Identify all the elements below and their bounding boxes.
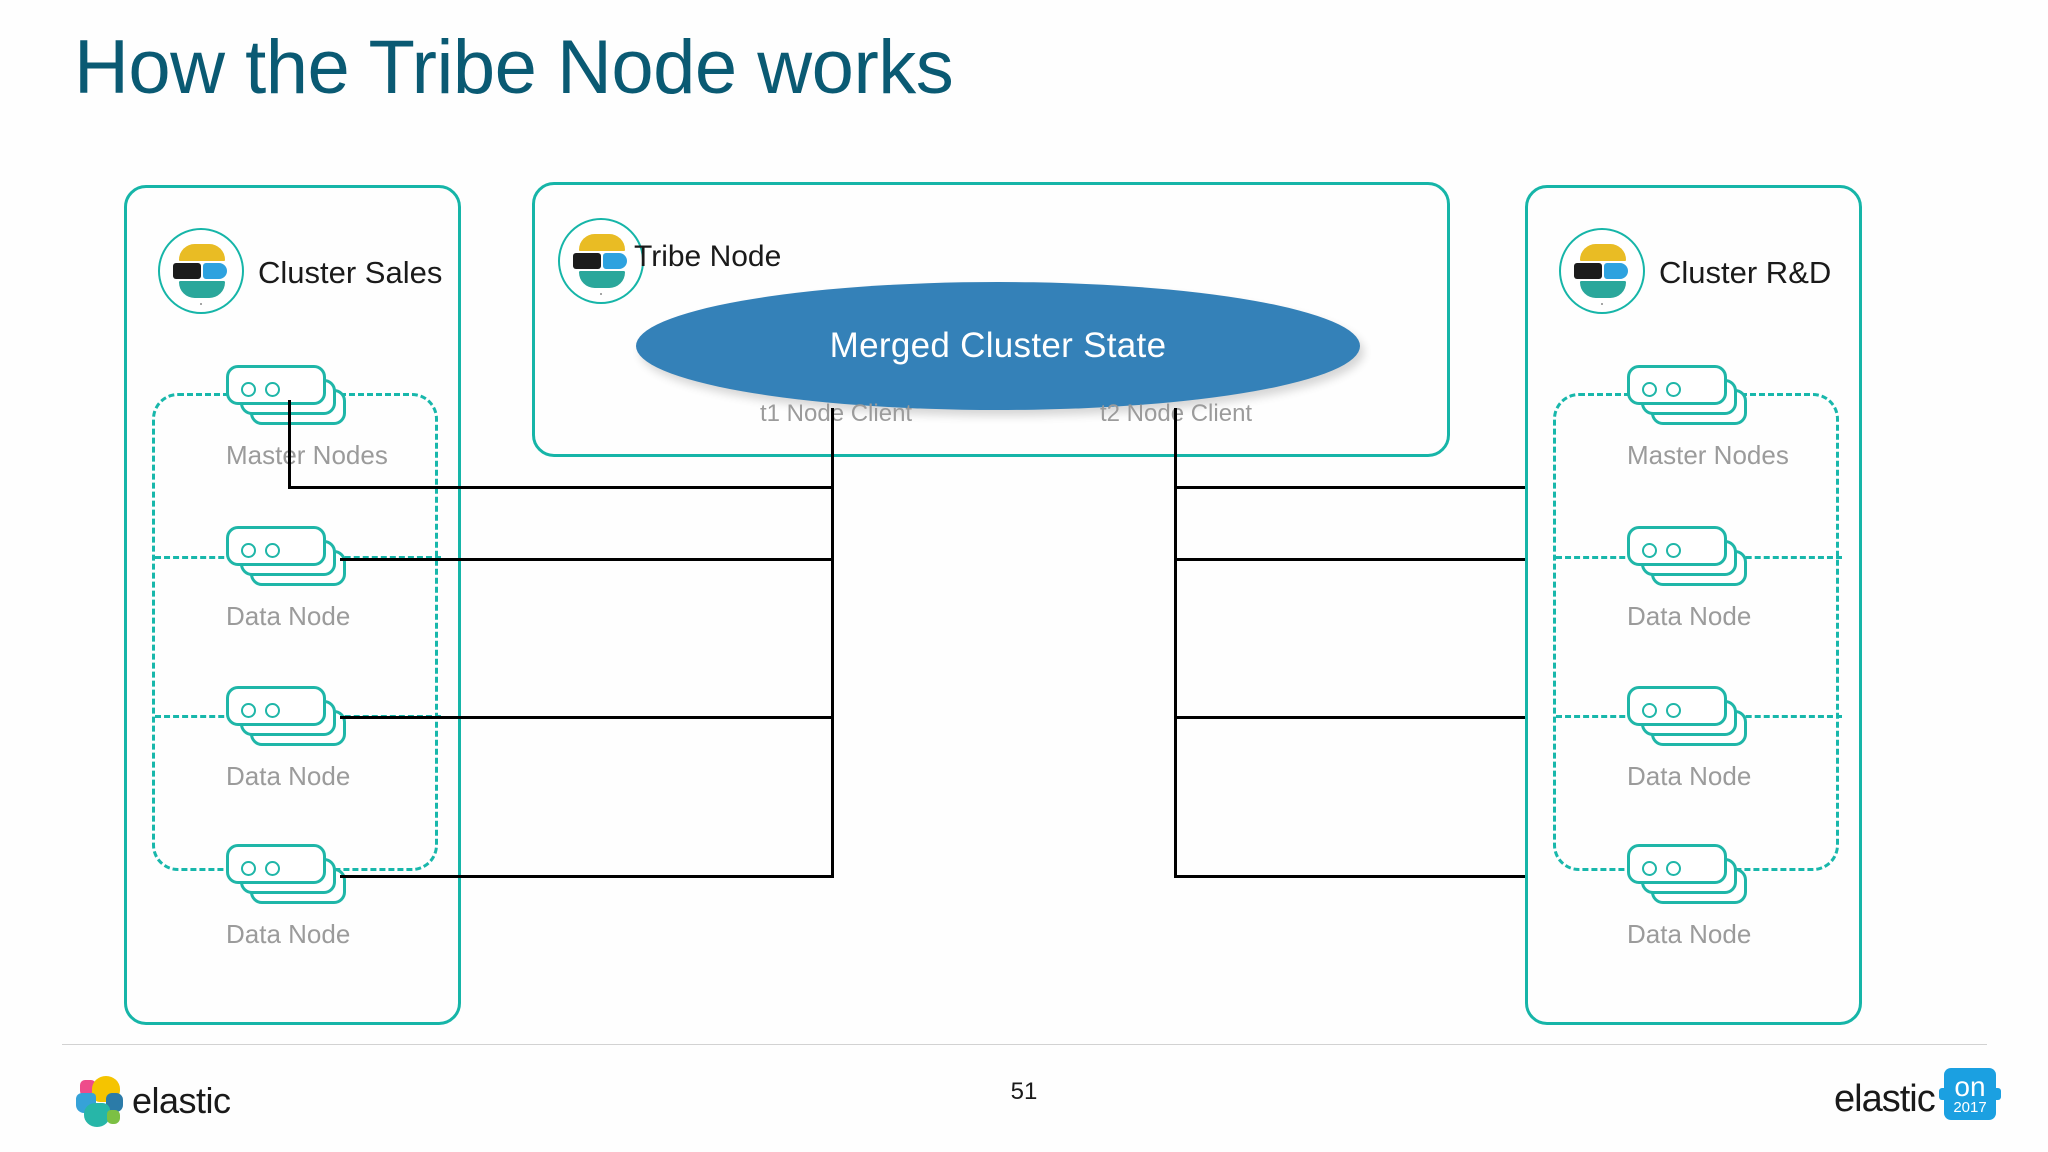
connector-branch-data2-left — [340, 716, 834, 719]
logo-segment-bottom-icon — [179, 281, 225, 298]
node-label: Data Node — [1627, 919, 1752, 949]
node-led-icon — [241, 382, 256, 397]
elastic-logo-icon — [158, 228, 244, 314]
node-layer-1 — [1627, 844, 1727, 884]
elastic-mark — [173, 244, 229, 298]
logo-segment-black-icon — [173, 263, 201, 279]
node-led-icon — [1642, 703, 1657, 718]
badge-on-label: on — [1954, 1071, 1986, 1102]
node-led-icon — [1642, 382, 1657, 397]
node-layer-1 — [226, 686, 326, 726]
logo-segment-top-icon — [179, 244, 225, 261]
node-led-icon — [1666, 382, 1681, 397]
elastic-on-badge: elastic on 2017 — [1834, 1068, 2001, 1130]
elastic-mark — [1574, 244, 1630, 298]
node-led-icon — [241, 703, 256, 718]
node-layer-1 — [226, 844, 326, 884]
tribe-node-label: Tribe Node — [634, 240, 782, 273]
node-led-icon — [265, 382, 280, 397]
node-label: Data Node — [226, 919, 351, 949]
node-stack-icon[interactable] — [1627, 524, 1747, 592]
swirl-darkblue-icon — [106, 1093, 123, 1112]
page-number: 51 — [1010, 1078, 1038, 1105]
swirl-teal-icon — [84, 1103, 110, 1127]
node-led-icon — [1666, 543, 1681, 558]
logo-segment-blue-icon — [203, 263, 227, 279]
t1-node-client-label: t1 Node Client — [760, 400, 913, 427]
connector-trunk-right — [1174, 408, 1177, 878]
node-led-icon — [241, 861, 256, 876]
logo-segment-black-icon — [1574, 263, 1602, 279]
node-stack-icon[interactable] — [1627, 363, 1747, 431]
elastic-logo-icon — [1559, 228, 1645, 314]
cluster-sales-label: Cluster Sales — [258, 255, 443, 290]
connector-trunk-left — [831, 408, 834, 878]
node-layer-1 — [1627, 526, 1727, 566]
node-label: Master Nodes — [226, 440, 388, 470]
connector-branch-master-left — [288, 486, 834, 489]
logo-segment-top-icon — [579, 234, 625, 251]
node-stack-icon[interactable] — [226, 524, 346, 592]
elastic-logo-icon — [558, 218, 644, 304]
merged-cluster-state-ellipse: Merged Cluster State — [636, 282, 1360, 410]
badge-year-label: 2017 — [1953, 1099, 1987, 1116]
node-led-icon — [1666, 861, 1681, 876]
connector-branch-data3-right — [1174, 875, 1630, 878]
logo-segment-bottom-icon — [1580, 281, 1626, 298]
node-label: Data Node — [1627, 761, 1752, 791]
node-stack-icon[interactable] — [1627, 842, 1747, 910]
elastic-footer-logo: elastic — [76, 1076, 231, 1128]
connector-branch-data3-left — [340, 875, 834, 878]
swirl-green-icon — [107, 1110, 120, 1124]
elastic-mark — [573, 234, 629, 288]
node-stack-icon[interactable] — [226, 363, 346, 431]
badge-on-box: on 2017 — [1939, 1068, 2001, 1120]
badge-wordmark: elastic — [1834, 1078, 1936, 1120]
node-layer-1 — [1627, 686, 1727, 726]
logo-segment-black-icon — [573, 253, 601, 269]
node-led-icon — [1642, 861, 1657, 876]
node-layer-1 — [1627, 365, 1727, 405]
node-label: Data Node — [226, 601, 351, 631]
node-stack-icon[interactable] — [1627, 684, 1747, 752]
logo-segment-top-icon — [1580, 244, 1626, 261]
node-led-icon — [265, 703, 280, 718]
logo-segment-bottom-icon — [579, 271, 625, 288]
node-layer-1 — [226, 526, 326, 566]
node-led-icon — [1666, 703, 1681, 718]
node-led-icon — [1642, 543, 1657, 558]
node-led-icon — [265, 543, 280, 558]
merged-cluster-state-label: Merged Cluster State — [829, 326, 1167, 365]
connector-branch-data1-left — [340, 558, 834, 561]
node-label: Data Node — [226, 761, 351, 791]
logo-dot-icon — [600, 293, 602, 295]
logo-dot-icon — [200, 303, 202, 305]
connector-riser-master-left — [288, 400, 291, 488]
connector-branch-data2-right — [1174, 716, 1630, 719]
footer-divider — [62, 1044, 1987, 1045]
logo-segment-blue-icon — [603, 253, 627, 269]
connector-branch-master-right — [1174, 486, 1680, 489]
node-led-icon — [241, 543, 256, 558]
node-led-icon — [265, 861, 280, 876]
elastic-wordmark: elastic — [132, 1080, 231, 1121]
node-stack-icon[interactable] — [226, 684, 346, 752]
cluster-rd-label: Cluster R&D — [1659, 255, 1832, 290]
page-title: How the Tribe Node works — [74, 25, 954, 110]
node-stack-icon[interactable] — [226, 842, 346, 910]
node-label: Master Nodes — [1627, 440, 1789, 470]
node-label: Data Node — [1627, 601, 1752, 631]
logo-dot-icon — [1601, 303, 1603, 305]
logo-segment-blue-icon — [1604, 263, 1628, 279]
connector-branch-data1-right — [1174, 558, 1630, 561]
node-layer-1 — [226, 365, 326, 405]
